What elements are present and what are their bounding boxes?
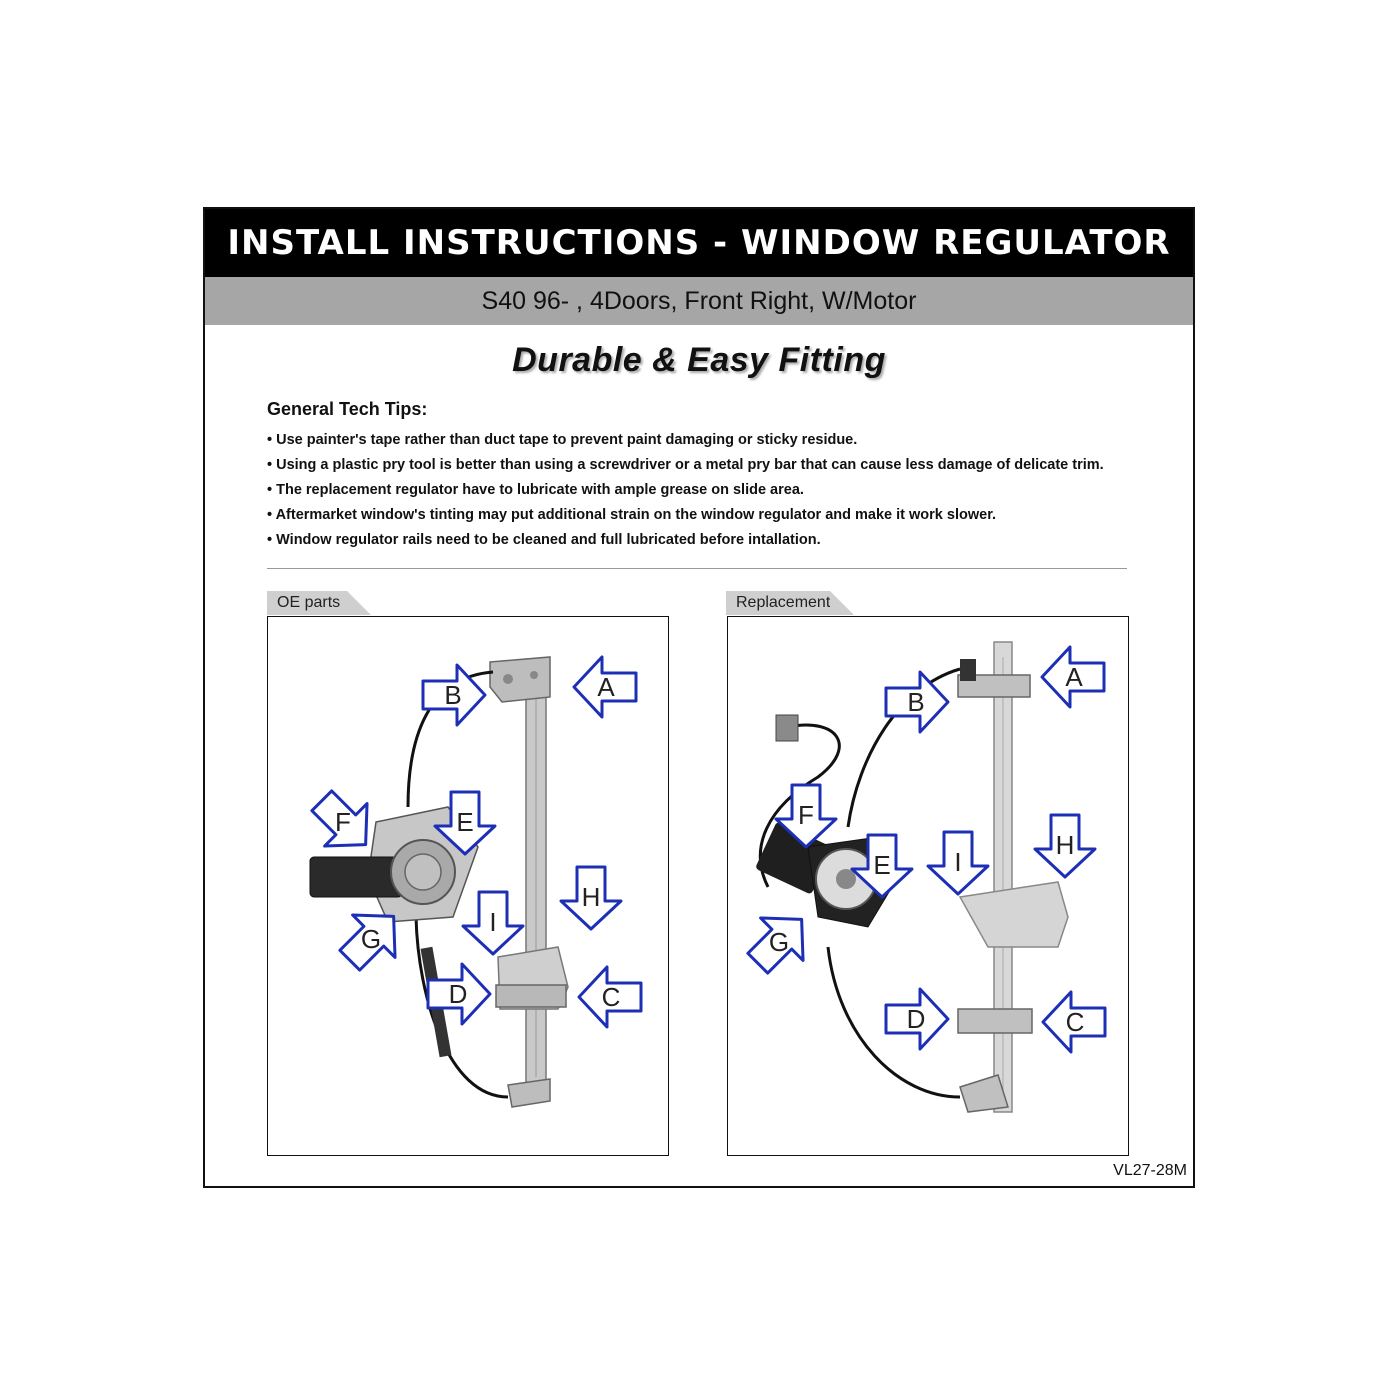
callout-label-c: C — [1066, 1007, 1085, 1037]
glass-clamp — [495, 984, 567, 1008]
tech-tips: General Tech Tips: Use painter's tape ra… — [267, 399, 1147, 553]
callout-label-h: H — [582, 882, 601, 912]
callout-arrow-f — [774, 783, 838, 849]
page-title: INSTALL INSTRUCTIONS - WINDOW REGULATOR — [227, 223, 1171, 263]
oe-parts-label-text: OE parts — [277, 594, 341, 611]
callout-label-f: F — [798, 800, 814, 830]
replacement-panel: B A F E I H G D C — [727, 616, 1129, 1156]
replacement-label: Replacement — [726, 591, 854, 615]
callout-label-g: G — [769, 927, 789, 957]
tip-item: The replacement regulator have to lubric… — [267, 478, 1147, 503]
divider — [267, 568, 1127, 569]
wiring-harness — [758, 723, 841, 888]
bolt — [530, 671, 538, 679]
callout-arrow-c — [1041, 990, 1107, 1054]
bottom-bracket — [959, 1074, 1009, 1113]
callout-label-a: A — [1065, 662, 1083, 692]
callout-arrow-e — [850, 833, 914, 899]
tip-item: Aftermarket window's tinting may put add… — [267, 503, 1147, 528]
upper-cable — [846, 667, 961, 828]
callout-arrow-d — [884, 987, 950, 1051]
oe-parts-label: OE parts — [267, 591, 371, 615]
callout-arrow-i — [926, 830, 990, 896]
bottom-bracket — [507, 1078, 551, 1108]
callout-label-d: D — [907, 1004, 926, 1034]
replacement-regulator-illustration: B A F E I H G D C — [746, 641, 1107, 1113]
upper-cable — [406, 670, 494, 808]
instruction-sheet: INSTALL INSTRUCTIONS - WINDOW REGULATOR … — [203, 207, 1195, 1188]
callout-label-c: C — [602, 982, 621, 1012]
glass-clamp — [957, 1008, 1033, 1034]
tagline: Durable & Easy Fitting — [512, 341, 886, 379]
lift-plate — [958, 881, 1069, 948]
callout-arrow-a — [1040, 645, 1106, 709]
title-bar: INSTALL INSTRUCTIONS - WINDOW REGULATOR — [205, 209, 1193, 277]
tip-item: Window regulator rails need to be cleane… — [267, 528, 1147, 553]
bolt — [503, 674, 513, 684]
callout-arrow-h — [1033, 813, 1097, 879]
callout-label-f: F — [335, 807, 351, 837]
callout-label-i: I — [489, 907, 496, 937]
callout-arrow-b — [884, 670, 950, 734]
callout-label-e: E — [456, 807, 473, 837]
callout-arrow-g — [338, 913, 397, 972]
callout-arrow-f — [310, 789, 369, 848]
part-number: VL27-28M — [1113, 1162, 1187, 1179]
callout-arrow-d — [426, 962, 492, 1026]
callout-label-i: I — [954, 847, 961, 877]
callout-label-b: B — [907, 687, 924, 717]
oe-parts-panel: B A F E H I G D C — [267, 616, 669, 1156]
callout-label-h: H — [1056, 830, 1075, 860]
callout-label-b: B — [444, 680, 461, 710]
vehicle-fitment: S40 96- , 4Doors, Front Right, W/Motor — [481, 286, 917, 315]
callout-arrow-a — [572, 655, 638, 719]
replacement-label-text: Replacement — [736, 594, 831, 611]
tips-heading: General Tech Tips: — [267, 399, 428, 419]
tip-item: Use painter's tape rather than duct tape… — [267, 428, 1147, 453]
callout-label-a: A — [597, 672, 615, 702]
top-bracket — [489, 656, 551, 703]
gear-hub — [404, 853, 442, 891]
callout-arrow-b — [421, 663, 487, 727]
lower-cable — [826, 946, 961, 1099]
gear-hub — [836, 869, 856, 889]
motor — [309, 856, 403, 898]
subtitle-bar: S40 96- , 4Doors, Front Right, W/Motor — [205, 277, 1193, 325]
oe-regulator-illustration: B A F E H I G D C — [309, 655, 643, 1108]
connector — [960, 659, 976, 681]
callout-arrow-c — [577, 965, 643, 1029]
callout-label-d: D — [449, 979, 468, 1009]
tips-list: Use painter's tape rather than duct tape… — [267, 428, 1147, 553]
callout-arrow-h — [559, 865, 623, 931]
callout-arrow-g — [746, 916, 805, 975]
plug — [775, 714, 799, 742]
callout-arrow-i — [461, 890, 525, 956]
tip-item: Using a plastic pry tool is better than … — [267, 453, 1147, 478]
callout-label-g: G — [361, 924, 381, 954]
callout-arrow-e — [433, 790, 497, 856]
callout-label-e: E — [873, 850, 890, 880]
